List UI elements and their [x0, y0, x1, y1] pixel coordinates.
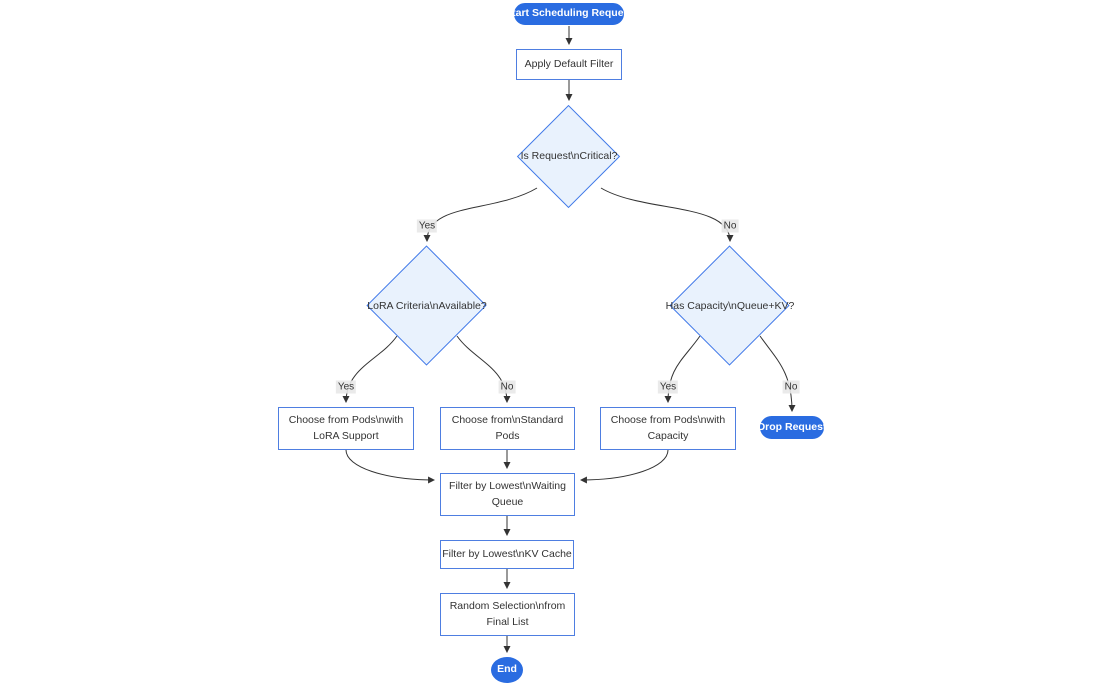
edge-label-capacity-no: No	[782, 380, 800, 394]
node-filter-lowest-kv-cache: Filter by Lowest\nKV Cache	[440, 540, 574, 569]
node-choose-pods-lora-support: Choose from Pods\nwith LoRA Support	[278, 407, 414, 450]
node-drop-request: Drop Request	[758, 416, 826, 439]
node-choose-standard-pods: Choose from\nStandard Pods	[440, 407, 575, 450]
edge-label-lora-yes: Yes	[335, 380, 357, 394]
edge-choose-capacity-to-filter-waiting	[579, 449, 669, 484]
edge-label-capacity-yes: Yes	[657, 380, 679, 394]
node-is-request-critical: Is Request\nCritical?	[520, 150, 618, 162]
node-apply-default-filter: Apply Default Filter	[516, 49, 622, 80]
edge-choose-lora-to-filter-waiting	[345, 449, 436, 484]
edge-label-lora-no: No	[498, 380, 516, 394]
node-has-capacity-queue-kv: Has Capacity\nQueue+KV?	[665, 300, 795, 312]
edge-label-critical-yes: Yes	[416, 219, 438, 233]
edge-is-critical-yes-to-lora	[423, 187, 538, 243]
node-random-selection-final-list: Random Selection\nfrom Final List	[440, 593, 575, 636]
node-start: Start Scheduling Request	[505, 3, 633, 25]
edge-is-critical-no-to-capacity	[600, 187, 734, 243]
node-end: End	[491, 657, 523, 683]
edge-capacity-no-to-drop-request	[759, 335, 796, 413]
edge-label-critical-no: No	[721, 219, 739, 233]
node-filter-lowest-waiting-queue: Filter by Lowest\nWaiting Queue	[440, 473, 575, 516]
node-choose-pods-capacity: Choose from Pods\nwith Capacity	[600, 407, 736, 450]
node-lora-criteria-available: LoRA Criteria\nAvailable?	[367, 300, 487, 312]
